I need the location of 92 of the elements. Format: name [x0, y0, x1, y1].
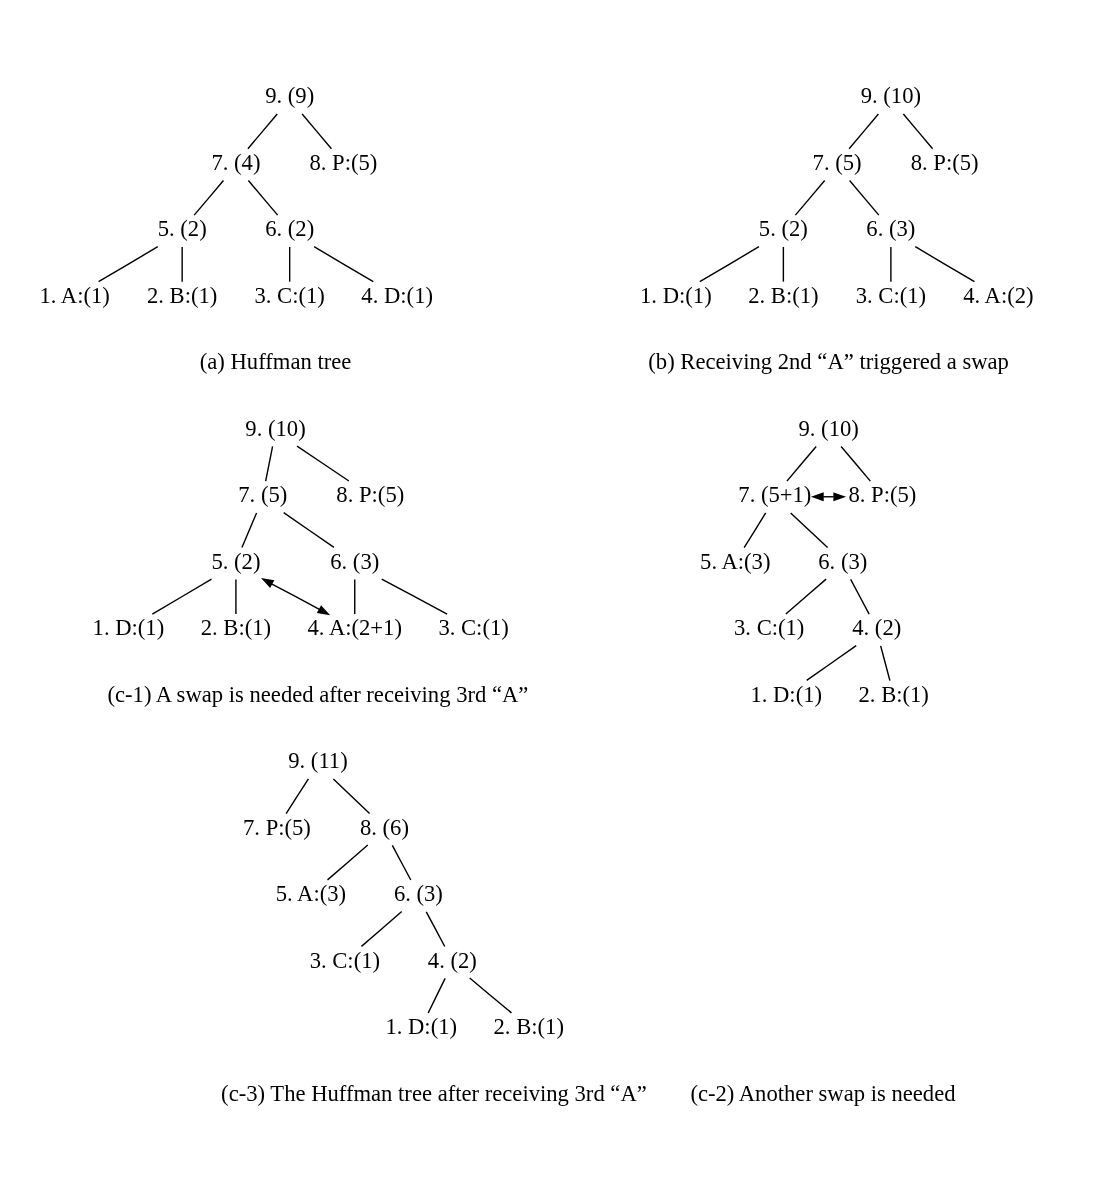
node-text: 2. B:(1) [748, 282, 819, 308]
connector [282, 511, 335, 549]
connector [785, 578, 827, 615]
connector [235, 578, 237, 615]
connector [332, 778, 371, 815]
connector [902, 113, 934, 150]
connector [241, 512, 258, 549]
label: (c-1) A swap is needed after receiving 3rd “A” [107, 681, 529, 707]
label: (b) Receiving 2nd “A” triggered a swap [648, 349, 1009, 375]
connector [914, 245, 976, 283]
connector [840, 445, 872, 482]
connector [288, 246, 291, 283]
node-text: 9. (11) [288, 748, 348, 774]
connector [381, 578, 448, 615]
node-text: 6. (3) [818, 548, 868, 574]
connector [296, 445, 350, 482]
node-text: 5. (2) [157, 216, 207, 242]
connector [247, 179, 279, 216]
node-text: 5. A:(3) [275, 881, 347, 907]
node-text: 9. (10) [798, 415, 859, 441]
connector [264, 445, 274, 482]
label: (c-3) The Huffman tree after receiving 3rd “A” [221, 1080, 647, 1106]
node-text: 8. P:(5) [309, 149, 378, 175]
connector [313, 245, 374, 283]
node-text: 5. (2) [758, 216, 808, 242]
node-text: 7. (5+1) [738, 482, 812, 508]
connector [848, 179, 880, 216]
connector [247, 113, 278, 150]
connector [879, 645, 891, 682]
node-text: 3. C:(1) [855, 282, 927, 308]
connector [326, 844, 369, 881]
node-text: 1. D:(1) [640, 282, 712, 308]
node-text: 6. (2) [265, 216, 315, 242]
label: (a) Huffman tree [199, 349, 352, 375]
node-text: 4. (2) [427, 947, 477, 973]
node-text: 5. A:(3) [700, 548, 771, 574]
node-text: 7. (4) [211, 149, 261, 175]
node-text: 7. (5) [238, 482, 288, 508]
node-text: 4. A:(2) [963, 282, 1034, 308]
node-text: 9. (10) [860, 83, 922, 109]
connector [794, 179, 826, 216]
node-text: 1. D:(1) [92, 615, 165, 641]
connector [97, 245, 159, 283]
connector [699, 245, 760, 283]
connector [151, 578, 213, 615]
node-text: 8. P:(5) [910, 149, 979, 175]
connector [391, 844, 412, 881]
label: (c-2) Another swap is needed [690, 1080, 956, 1106]
connector [285, 778, 310, 815]
node-text: 6. (3) [393, 881, 443, 907]
node-text: 1. D:(1) [750, 681, 823, 707]
node-text: 8. P:(5) [848, 482, 917, 508]
connector [786, 445, 817, 482]
node-text: 2. B:(1) [146, 282, 218, 308]
node-text: 3. C:(1) [254, 282, 325, 308]
node-text: 4. (2) [852, 615, 902, 641]
connector [743, 512, 767, 549]
connector [805, 644, 857, 682]
connector [789, 512, 829, 549]
node-text: 8. P:(5) [336, 482, 405, 508]
node-text: 8. (6) [359, 814, 409, 840]
node-text: 2. B:(1) [200, 615, 272, 641]
node-text: 7. (5) [812, 149, 862, 175]
node-text: 5. (2) [211, 548, 261, 574]
node-text: 3. C:(1) [438, 615, 509, 641]
node-text: 2. B:(1) [493, 1014, 564, 1040]
connector [193, 179, 225, 216]
connector [849, 578, 870, 615]
connector [890, 246, 892, 283]
connector [468, 977, 513, 1014]
arrow [261, 578, 331, 616]
arrow [810, 492, 847, 502]
connector [360, 910, 403, 948]
connector [782, 246, 785, 283]
node-text: 3. C:(1) [309, 947, 381, 973]
node-text: 1. D:(1) [385, 1014, 458, 1040]
node-text: 6. (3) [330, 548, 380, 574]
connector [848, 113, 880, 150]
connector [354, 578, 356, 615]
node-text: 6. (3) [866, 216, 916, 242]
node-text: 9. (10) [245, 415, 306, 441]
node-text: 9. (9) [265, 83, 315, 109]
connector [181, 246, 183, 283]
connector [425, 911, 446, 948]
node-text: 4. A:(2+1) [307, 615, 402, 641]
connector [301, 113, 333, 150]
node-text: 3. C:(1) [734, 615, 805, 641]
connector [427, 977, 446, 1014]
node-text: 7. P:(5) [243, 814, 311, 840]
node-text: 2. B:(1) [858, 681, 929, 707]
node-text: 4. D:(1) [361, 282, 434, 308]
node-text: 1. A:(1) [39, 282, 110, 308]
